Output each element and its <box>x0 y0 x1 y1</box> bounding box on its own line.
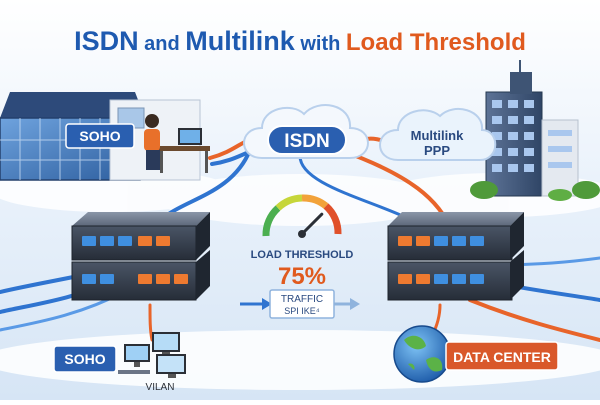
traffic-label-line1: TRAFFIC <box>281 294 323 305</box>
data-center-label-box <box>445 341 559 371</box>
multilink-label-line2: PPP <box>424 143 450 158</box>
traffic-spike-box <box>240 289 360 319</box>
soho-bottom-label: SOHO <box>64 351 105 367</box>
gauge-icon <box>262 194 342 238</box>
load-threshold-label: LOAD THRESHOLD <box>251 249 354 261</box>
page-title: ISDN and Multilink with Load Threshold <box>0 26 600 57</box>
soho-building-label: SOHO <box>79 128 120 144</box>
data-center-label: DATA CENTER <box>453 349 551 365</box>
title-with: with <box>294 33 346 55</box>
globe-icon <box>393 325 451 383</box>
multilink-label-line1: Multilink <box>411 128 464 143</box>
title-isdn: ISDN <box>74 26 139 56</box>
load-threshold-value: 75% <box>278 263 326 290</box>
title-load-threshold: Load Threshold <box>345 29 526 56</box>
computer-monitors-icon <box>118 332 186 378</box>
title-and: and <box>138 33 186 55</box>
skyscraper-icon <box>470 60 600 201</box>
arrow-right-icon <box>262 298 272 310</box>
gauge-needle <box>300 212 324 236</box>
title-multilink: Multilink <box>185 26 295 56</box>
network-switch-icon-left <box>71 212 210 301</box>
network-switch-icon-right <box>387 212 524 301</box>
traffic-label-line2: SPI IKE⁴ <box>284 306 320 316</box>
soho-bottom-label-box <box>53 345 117 373</box>
person-at-desk-icon <box>144 114 210 173</box>
arrow-right-icon <box>350 298 360 310</box>
vilan-label: VILAN <box>146 382 175 393</box>
isdn-label: ISDN <box>284 131 329 152</box>
isdn-cloud-icon <box>243 104 369 159</box>
multilink-cloud-icon <box>379 107 497 161</box>
soho-building-label-box <box>65 123 135 149</box>
